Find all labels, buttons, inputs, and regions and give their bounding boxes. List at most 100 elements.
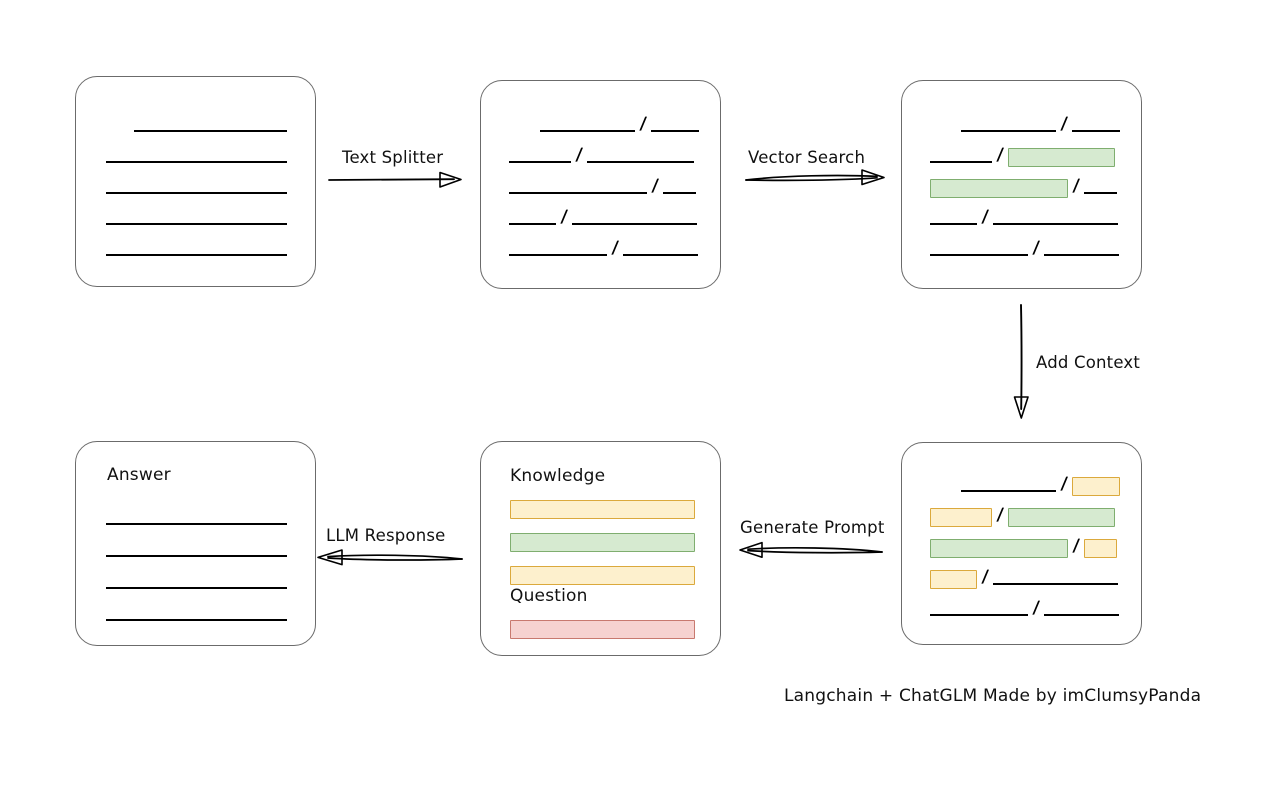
split-chunks-lines: / / / / / — [481, 81, 720, 288]
box-answer[interactable]: Answer — [75, 441, 316, 646]
answer-label: Answer — [107, 465, 171, 485]
arrow-text-splitter — [328, 171, 462, 188]
text-line-row: / — [509, 238, 699, 258]
arrow-generate-prompt — [739, 541, 883, 558]
text-line-row: / — [930, 505, 1116, 527]
highlight-segment-yellow — [930, 507, 992, 527]
text-line-row — [106, 608, 287, 622]
text-line-segment — [134, 130, 287, 132]
box-split-chunks[interactable]: / / / / / — [480, 80, 721, 289]
text-line-row: / — [930, 176, 1118, 198]
knowledge-bar-3 — [510, 566, 695, 585]
highlight-segment-yellow — [1072, 476, 1121, 496]
text-line-row — [106, 512, 287, 526]
text-line-segment — [106, 555, 287, 557]
arrow-label-text-splitter: Text Splitter — [342, 148, 444, 167]
chunk-separator-slash: / — [1032, 238, 1041, 258]
text-line-row — [106, 181, 287, 195]
arrow-vector-search — [745, 169, 885, 186]
text-line-row — [106, 150, 287, 164]
arrow-label-generate-prompt: Generate Prompt — [740, 518, 885, 537]
arrow-label-vector-search: Vector Search — [748, 148, 866, 167]
text-line-row: / — [509, 176, 697, 196]
box-matched-chunks[interactable]: / / / / / — [901, 80, 1142, 289]
text-line-row: / — [509, 207, 698, 227]
text-line-segment — [106, 161, 287, 163]
text-line-segment — [106, 192, 287, 194]
highlight-segment-yellow — [930, 569, 977, 589]
chunk-separator-slash: / — [981, 567, 990, 587]
text-line-row: / — [930, 598, 1120, 618]
text-line-segment — [106, 587, 287, 589]
text-line-row: / — [540, 114, 700, 134]
text-line-row: / — [961, 474, 1121, 496]
text-line-row — [134, 119, 287, 133]
text-line-segment — [663, 192, 697, 194]
text-line-segment — [930, 223, 977, 225]
box-prompt[interactable]: Knowledge Question — [480, 441, 721, 656]
text-line-segment — [930, 161, 992, 163]
highlight-segment-green — [930, 178, 1068, 198]
highlight-segment-yellow — [1084, 538, 1118, 558]
text-line-row: / — [509, 145, 695, 165]
text-line-segment — [1072, 130, 1121, 132]
highlight-segment-green — [1008, 147, 1116, 167]
text-line-row: / — [930, 567, 1119, 589]
box-source-document[interactable] — [75, 76, 316, 287]
box-context-chunks[interactable]: / / / / / — [901, 442, 1142, 645]
text-line-segment — [509, 223, 556, 225]
chunk-separator-slash: / — [560, 207, 569, 227]
chunk-separator-slash: / — [1060, 114, 1069, 134]
text-line-segment — [961, 490, 1056, 492]
chunk-separator-slash: / — [981, 207, 990, 227]
text-line-segment — [509, 254, 607, 256]
source-document-lines — [76, 77, 315, 286]
footer-credit: Langchain + ChatGLM Made by imClumsyPand… — [784, 686, 1202, 706]
text-line-row: / — [930, 238, 1120, 258]
arrow-label-add-context: Add Context — [1036, 353, 1141, 372]
text-line-row — [106, 243, 287, 257]
text-line-segment — [106, 254, 287, 256]
text-line-segment — [930, 254, 1028, 256]
text-line-segment — [106, 523, 287, 525]
text-line-segment — [1084, 192, 1118, 194]
question-label: Question — [510, 586, 588, 606]
chunk-separator-slash: / — [611, 238, 620, 258]
chunk-separator-slash: / — [1032, 598, 1041, 618]
chunk-separator-slash: / — [651, 176, 660, 196]
text-line-segment — [509, 192, 647, 194]
answer-lines — [76, 442, 315, 645]
text-line-segment — [1044, 254, 1120, 256]
context-chunks-lines: / / / / / — [902, 443, 1141, 644]
text-line-segment — [961, 130, 1056, 132]
text-line-segment — [587, 161, 695, 163]
text-line-segment — [651, 130, 700, 132]
chunk-separator-slash: / — [1072, 536, 1081, 556]
text-line-segment — [1044, 614, 1120, 616]
chunk-separator-slash: / — [996, 505, 1005, 525]
text-line-segment — [106, 619, 287, 621]
text-line-row: / — [930, 207, 1119, 227]
text-line-segment — [993, 583, 1119, 585]
text-line-row — [106, 544, 287, 558]
arrow-llm-response — [317, 549, 463, 566]
text-line-row — [106, 576, 287, 590]
text-line-row: / — [961, 114, 1121, 134]
chunk-separator-slash: / — [1072, 176, 1081, 196]
text-line-row: / — [930, 536, 1118, 558]
question-bar-1 — [510, 620, 695, 639]
knowledge-bar-1 — [510, 500, 695, 519]
text-line-segment — [572, 223, 698, 225]
knowledge-label: Knowledge — [510, 466, 606, 486]
matched-chunks-lines: / / / / / — [902, 81, 1141, 288]
text-line-segment — [623, 254, 699, 256]
text-line-segment — [930, 614, 1028, 616]
chunk-separator-slash: / — [639, 114, 648, 134]
text-line-segment — [509, 161, 571, 163]
text-line-row: / — [930, 145, 1116, 167]
text-line-segment — [106, 223, 287, 225]
text-line-row — [106, 212, 287, 226]
highlight-segment-green — [1008, 507, 1116, 527]
chunk-separator-slash: / — [996, 145, 1005, 165]
